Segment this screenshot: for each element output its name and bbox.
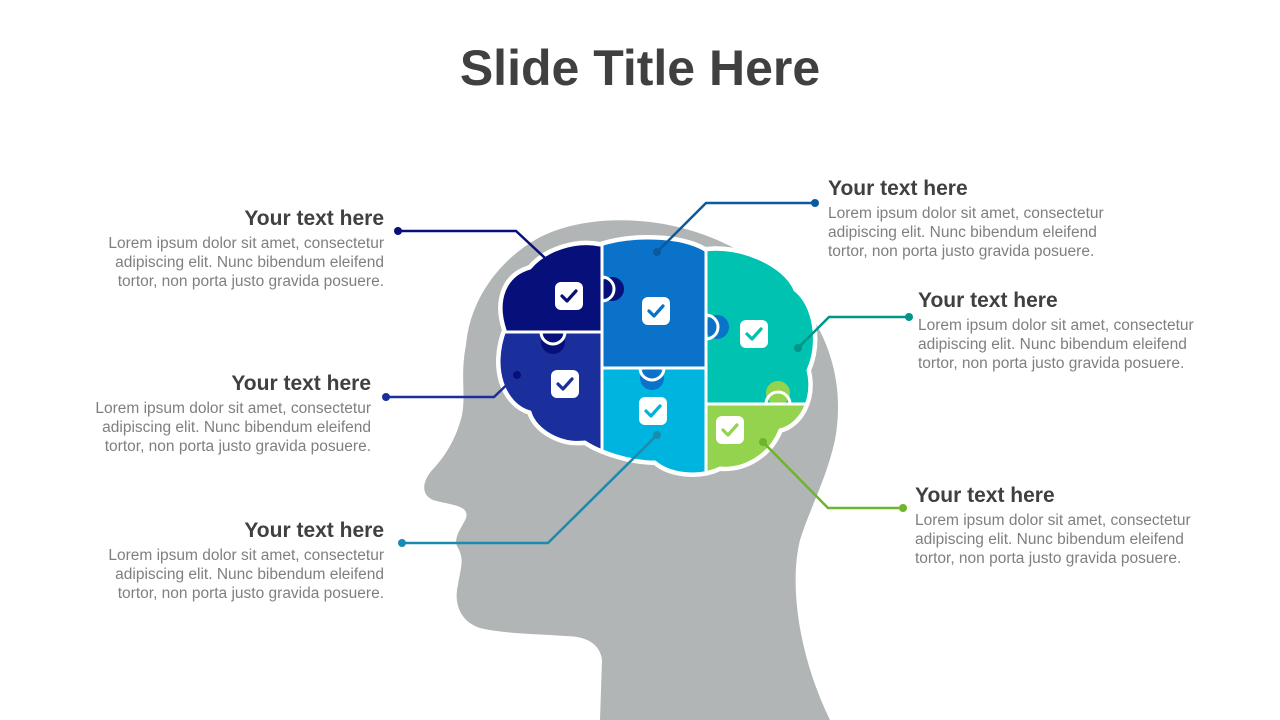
callout-line: Lorem ipsum dolor sit amet, consectetur — [108, 547, 384, 564]
callout-line: tortor, non porta justo gravida posuere. — [915, 550, 1182, 567]
check-badge-teal — [740, 320, 768, 348]
callout-heading: Your text here — [244, 207, 384, 230]
callout-body: Lorem ipsum dolor sit amet, consectetur … — [918, 316, 1218, 373]
callout-line: adipiscing elit. Nunc bibendum eleifend — [918, 336, 1187, 353]
callout-line: Lorem ipsum dolor sit amet, consectetur — [108, 235, 384, 252]
callout-bottom-left: Your text here Lorem ipsum dolor sit ame… — [84, 518, 384, 603]
callout-heading: Your text here — [918, 289, 1058, 312]
callout-bottom-right: Your text here Lorem ipsum dolor sit ame… — [915, 483, 1215, 568]
callout-body: Lorem ipsum dolor sit amet, consectetur … — [71, 399, 371, 456]
callout-body: Lorem ipsum dolor sit amet, consectetur … — [915, 511, 1215, 568]
connector-bottom-left — [402, 434, 658, 545]
check-icon — [745, 327, 763, 341]
callout-line: tortor, non porta justo gravida posuere. — [918, 355, 1185, 372]
callout-line: adipiscing elit. Nunc bibendum eleifend — [102, 419, 371, 436]
callout-line: tortor, non porta justo gravida posuere. — [828, 243, 1095, 260]
check-badge-cyan — [639, 397, 667, 425]
callout-top-right: Your text here Lorem ipsum dolor sit ame… — [828, 176, 1128, 261]
callout-body: Lorem ipsum dolor sit amet, consectetur … — [828, 204, 1128, 261]
check-icon — [556, 377, 574, 391]
callout-line: adipiscing elit. Nunc bibendum eleifend — [115, 254, 384, 271]
slide-title: Slide Title Here — [459, 40, 821, 96]
callout-line: tortor, non porta justo gravida posuere. — [117, 585, 384, 602]
callout-line: Lorem ipsum dolor sit amet, consectetur — [918, 317, 1194, 334]
connector-bottom-right — [762, 441, 903, 510]
check-icon — [560, 289, 578, 303]
connector-top-left — [398, 229, 561, 273]
callout-body: Lorem ipsum dolor sit amet, consectetur … — [84, 234, 384, 291]
callout-heading: Your text here — [244, 519, 384, 542]
callout-line: Lorem ipsum dolor sit amet, consectetur — [915, 512, 1191, 529]
callout-heading: Your text here — [915, 484, 1055, 507]
callout-body: Lorem ipsum dolor sit amet, consectetur … — [84, 546, 384, 603]
callout-line: Lorem ipsum dolor sit amet, consectetur — [95, 400, 371, 417]
callout-top-left: Your text here Lorem ipsum dolor sit ame… — [84, 206, 384, 291]
connector-mid-left — [386, 374, 518, 399]
callout-line: tortor, non porta justo gravida posuere. — [104, 438, 371, 455]
check-icon — [644, 404, 662, 418]
callout-line: adipiscing elit. Nunc bibendum eleifend — [828, 224, 1097, 241]
callout-mid-left: Your text here Lorem ipsum dolor sit ame… — [71, 371, 371, 456]
callout-line: adipiscing elit. Nunc bibendum eleifend — [915, 531, 1184, 548]
callout-heading: Your text here — [828, 177, 968, 200]
connector-top-right — [656, 201, 815, 253]
check-badge-green — [716, 416, 744, 444]
check-icon — [647, 304, 665, 318]
check-badge-navy — [555, 282, 583, 310]
callout-heading: Your text here — [231, 372, 371, 395]
callout-line: Lorem ipsum dolor sit amet, consectetur — [828, 205, 1104, 222]
callout-line: adipiscing elit. Nunc bibendum eleifend — [115, 566, 384, 583]
connector-mid-right — [797, 315, 909, 349]
check-badge-royal — [551, 370, 579, 398]
callout-mid-right: Your text here Lorem ipsum dolor sit ame… — [918, 288, 1218, 373]
check-badge-blue — [642, 297, 670, 325]
check-icon — [721, 423, 739, 437]
callout-line: tortor, non porta justo gravida posuere. — [117, 273, 384, 290]
